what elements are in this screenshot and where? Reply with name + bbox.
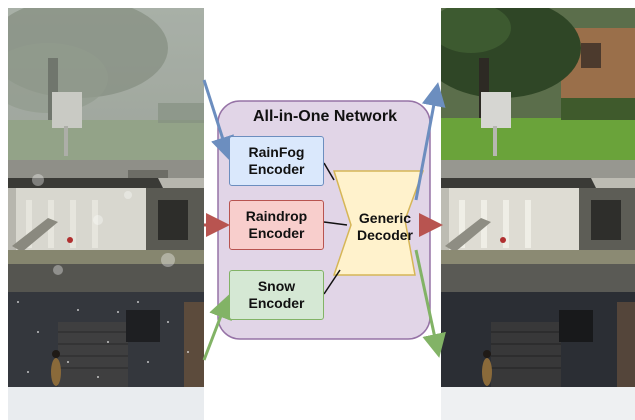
raindrop-encoder: Raindrop Encoder [229, 200, 324, 250]
output-image-clean-tree [441, 8, 635, 160]
connector-rainfog [323, 162, 335, 181]
connector-snow [323, 269, 341, 295]
arrow-input-rainfog [202, 79, 234, 161]
input-image-fog-rain [8, 8, 204, 160]
input-image-snow [8, 292, 204, 420]
generic-decoder-label: Generic Decoder [356, 210, 414, 243]
arrow-output-green [414, 249, 446, 358]
connector-raindrop [323, 221, 348, 226]
output-image-clean-building [441, 160, 635, 292]
input-image-raindrop [8, 160, 204, 292]
snow-encoder: Snow Encoder [229, 270, 324, 320]
rainfog-encoder: RainFog Encoder [229, 136, 324, 186]
output-image-clean-night [441, 292, 635, 420]
arrow-input-snow [202, 294, 232, 361]
network-title: All-in-One Network [252, 108, 397, 125]
arrow-output-blue [414, 82, 446, 201]
generic-decoder-shape [332, 170, 425, 276]
